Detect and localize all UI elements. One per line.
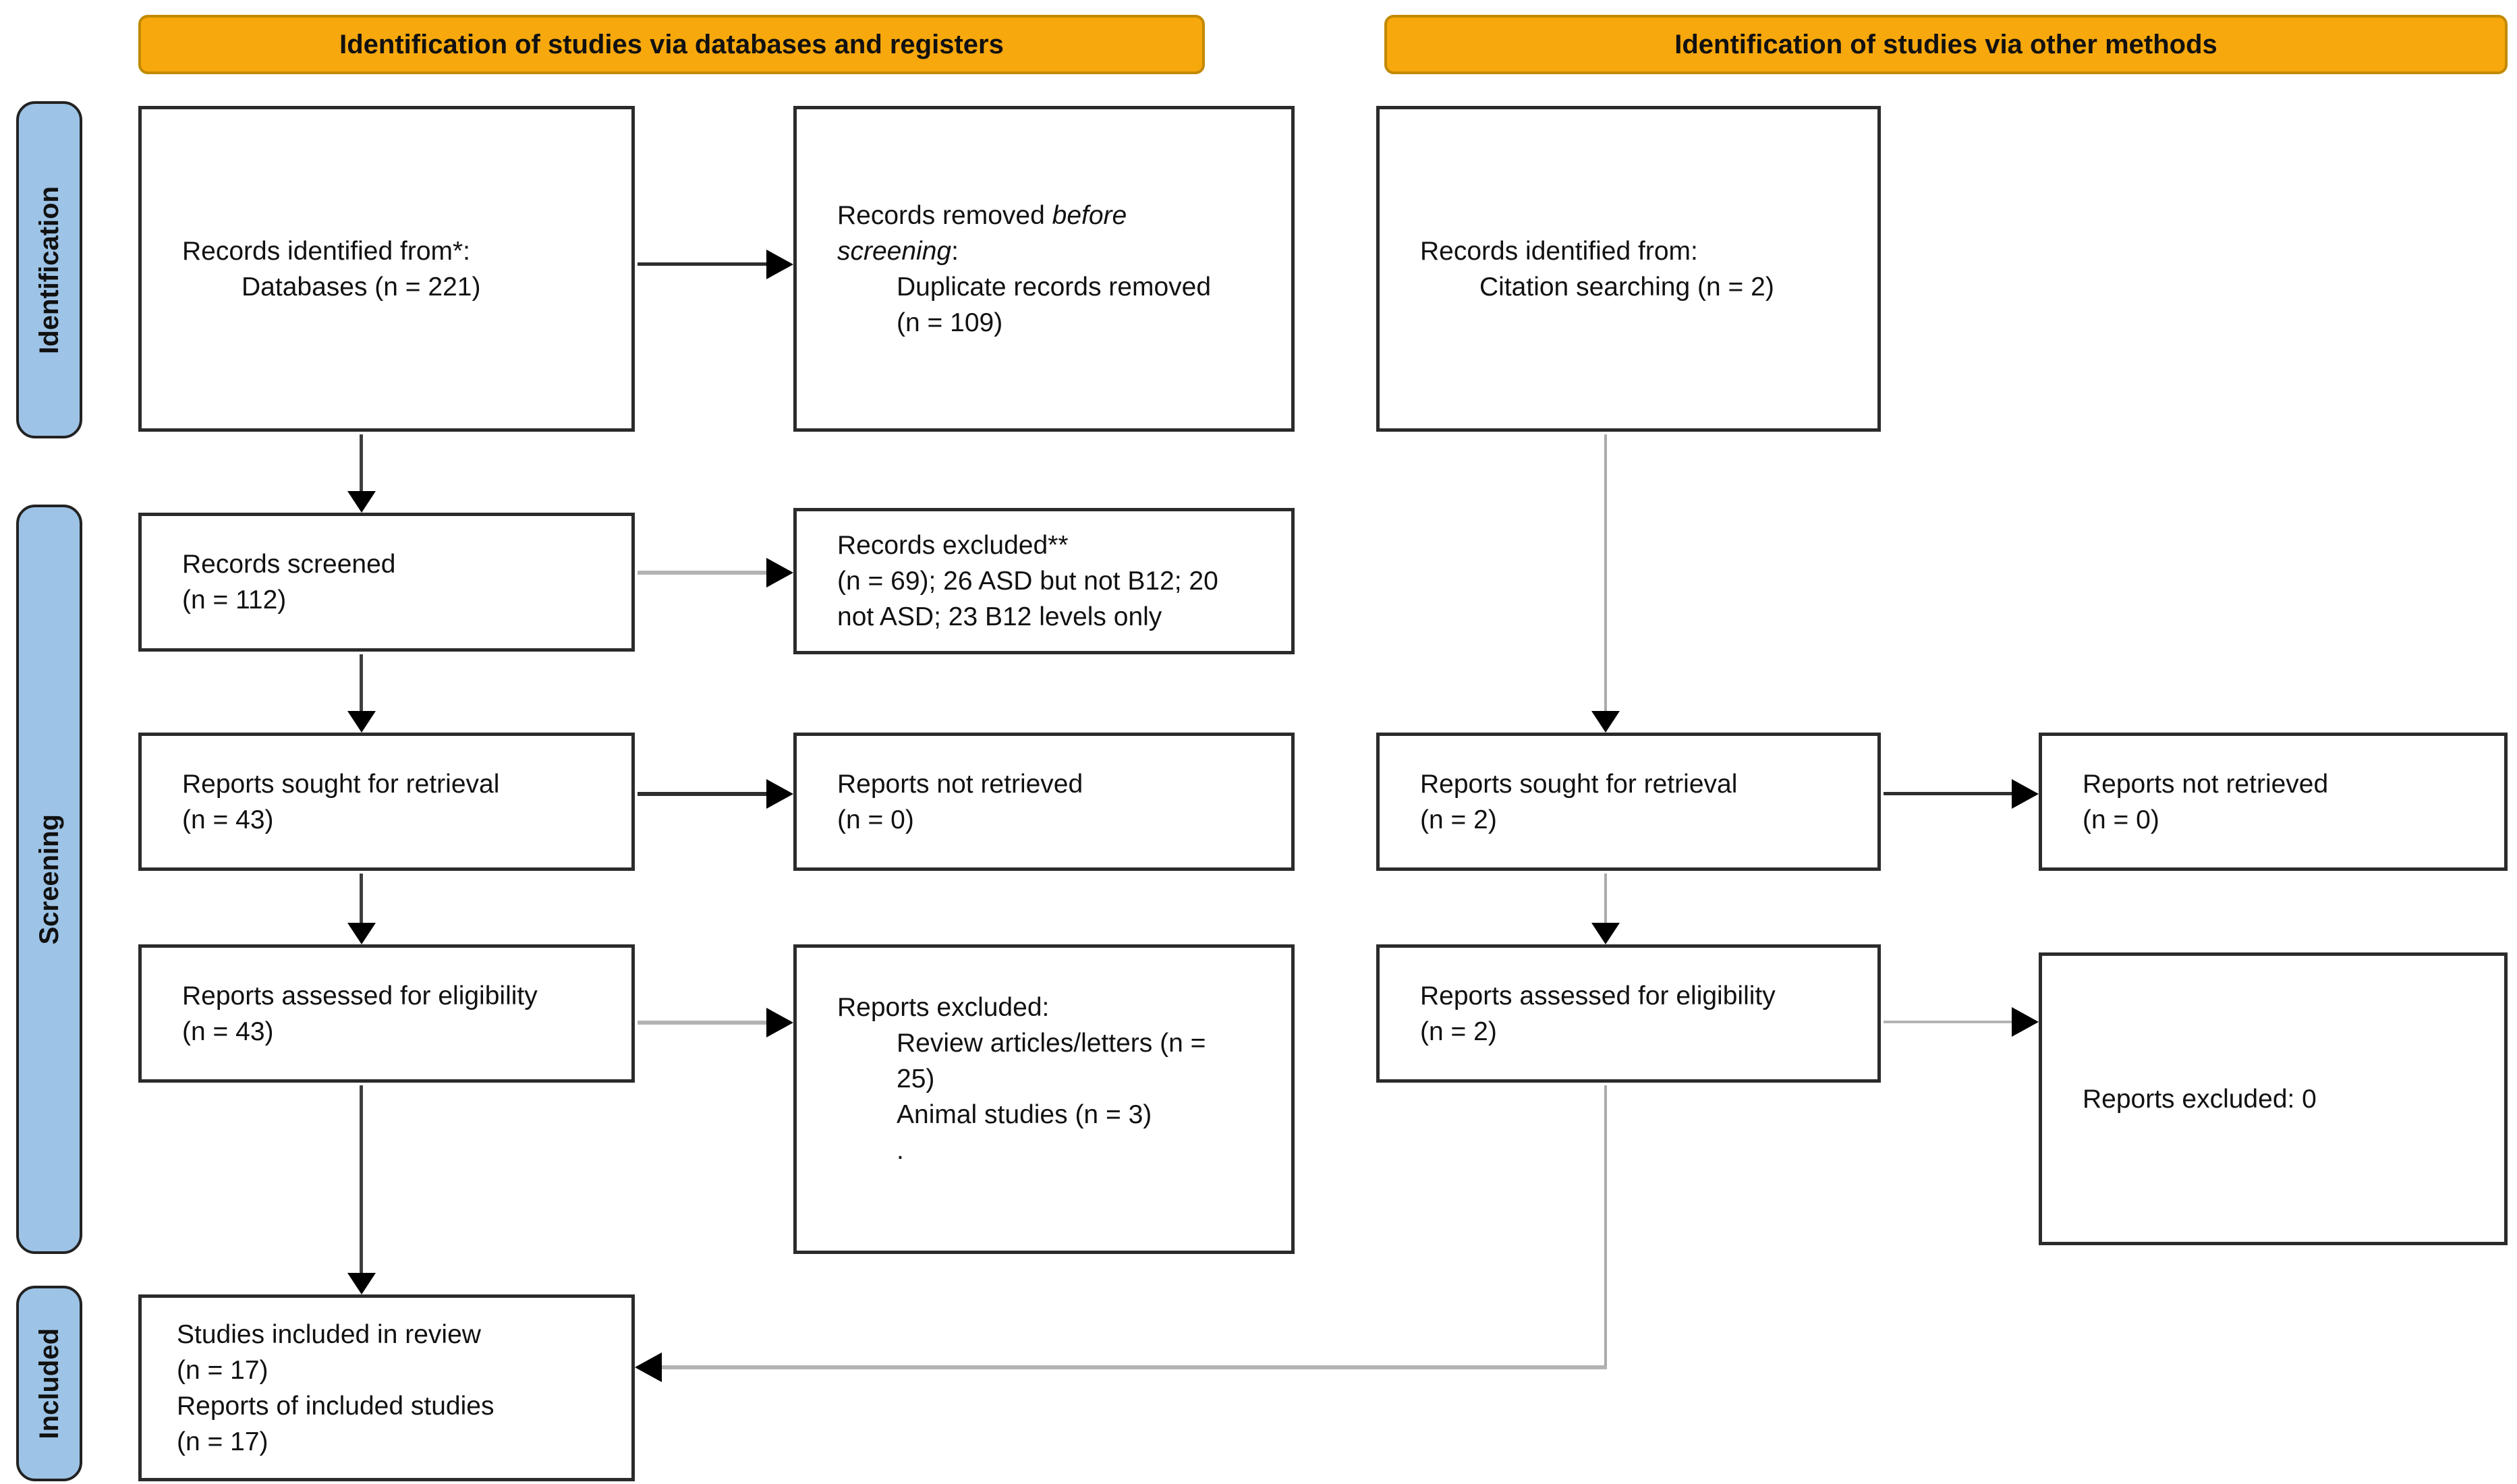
box-line: (n = 2) xyxy=(1420,1017,1497,1046)
banner-databases-registers-label: Identification of studies via databases … xyxy=(339,29,1004,59)
stage-screening-label: Screening xyxy=(34,814,64,945)
box-line: Citation searching (n = 2) xyxy=(1479,272,1774,302)
box-line: Reports sought for retrieval xyxy=(1420,769,1738,799)
box-reports-sought-databases: Reports sought for retrieval (n = 43) xyxy=(138,733,635,871)
box-line: not ASD; 23 B12 levels only xyxy=(837,602,1162,631)
arrow-line-other-sought-to-assessed xyxy=(1604,874,1607,924)
arrow-head-other-assessed-to-excluded xyxy=(2012,1007,2039,1037)
box-line: Reports assessed for eligibility xyxy=(1420,981,1776,1010)
box-reports-not-retrieved-databases: Reports not retrieved (n = 0) xyxy=(793,733,1295,871)
box-records-identified-other: Records identified from: Citation search… xyxy=(1376,106,1881,432)
stage-identification: Identification xyxy=(16,101,82,438)
box-line: Duplicate records removed xyxy=(897,272,1212,302)
box-line: Reports sought for retrieval xyxy=(182,769,500,799)
box-line: Records excluded** xyxy=(837,531,1069,560)
box-line: (n = 112) xyxy=(182,586,287,615)
box-line: 25) xyxy=(897,1064,935,1093)
arrow-line-sought-to-assessed xyxy=(360,874,363,924)
arrow-head-other-sought-to-assessed xyxy=(1591,923,1620,944)
arrow-line-screened-to-sought xyxy=(360,654,363,712)
box-line: Reports of included studies xyxy=(177,1391,494,1421)
box-line: Records screened xyxy=(182,550,396,579)
arrow-line-other-assessed-down xyxy=(1604,1085,1607,1367)
box-reports-assessed-other: Reports assessed for eligibility (n = 2) xyxy=(1376,944,1881,1083)
arrow-line-assessed-to-included xyxy=(360,1085,363,1274)
box-records-screened: Records screened (n = 112) xyxy=(138,513,635,652)
box-line: Records removed before screening: xyxy=(837,198,1242,269)
arrow-head-assessed-to-excluded xyxy=(766,1008,793,1037)
arrow-line-identified-to-screened xyxy=(360,434,363,492)
box-line-text: Records removed xyxy=(837,200,1052,230)
box-line: (n = 2) xyxy=(1420,805,1497,834)
box-line-text: : xyxy=(951,236,959,266)
stage-included: Included xyxy=(16,1286,82,1481)
box-line: (n = 0) xyxy=(2083,805,2159,834)
banner-databases-registers: Identification of studies via databases … xyxy=(138,15,1205,74)
box-line: Studies included in review xyxy=(177,1319,481,1349)
box-reports-assessed-databases: Reports assessed for eligibility (n = 43… xyxy=(138,944,635,1083)
box-reports-sought-other: Reports sought for retrieval (n = 2) xyxy=(1376,733,1881,871)
box-line: (n = 17) xyxy=(177,1427,268,1456)
box-line: Review articles/letters (n = xyxy=(897,1029,1206,1058)
box-reports-excluded-other: Reports excluded: 0 xyxy=(2039,952,2508,1245)
arrow-head-other-sought-to-not-retrieved xyxy=(2012,779,2039,809)
stage-identification-label: Identification xyxy=(34,186,64,354)
box-line: Reports not retrieved xyxy=(2083,769,2329,799)
arrow-head-identified-to-screened xyxy=(347,491,376,513)
box-records-excluded: Records excluded** (n = 69); 26 ASD but … xyxy=(793,508,1295,654)
arrow-head-screened-to-excluded xyxy=(766,558,793,588)
box-line: Databases (n = 221) xyxy=(242,272,481,302)
arrow-line-other-sought-to-not-retrieved xyxy=(1884,792,2012,795)
box-line: Reports assessed for eligibility xyxy=(182,981,538,1010)
box-line: Reports not retrieved xyxy=(837,769,1083,799)
box-line: . xyxy=(897,1136,904,1165)
arrow-head-sought-to-not-retrieved xyxy=(766,779,793,809)
arrow-line-identified-to-removed xyxy=(638,262,766,266)
box-line: (n = 0) xyxy=(837,805,914,834)
arrow-line-other-assessed-to-excluded xyxy=(1884,1021,2012,1023)
arrow-head-other-identified-to-sought xyxy=(1591,711,1620,733)
box-line: (n = 17) xyxy=(177,1355,268,1385)
stage-included-label: Included xyxy=(34,1328,64,1439)
arrow-head-sought-to-assessed xyxy=(347,923,376,944)
box-line: Records identified from: xyxy=(1420,236,1698,266)
box-line: (n = 43) xyxy=(182,805,274,834)
box-line: Reports excluded: 0 xyxy=(2083,1084,2317,1114)
box-line: Animal studies (n = 3) xyxy=(897,1100,1152,1129)
box-line: Records identified from*: xyxy=(182,236,471,266)
box-records-identified-databases: Records identified from*: Databases (n =… xyxy=(138,106,635,432)
box-line: Reports excluded: xyxy=(837,993,1050,1022)
arrow-head-screened-to-sought xyxy=(347,711,376,733)
box-records-removed-before-screening: Records removed before screening: Duplic… xyxy=(793,106,1295,432)
box-reports-not-retrieved-other: Reports not retrieved (n = 0) xyxy=(2039,733,2508,871)
box-line-italic-text: before screening xyxy=(837,200,1127,266)
box-reports-excluded-databases: Reports excluded: Review articles/letter… xyxy=(793,944,1295,1254)
arrow-head-assessed-to-included xyxy=(347,1273,376,1294)
box-studies-included: Studies included in review (n = 17) Repo… xyxy=(138,1294,635,1481)
arrow-head-other-assessed-to-included xyxy=(635,1352,662,1382)
box-line: (n = 109) xyxy=(897,308,1003,337)
box-line: (n = 69); 26 ASD but not B12; 20 xyxy=(837,567,1218,596)
arrow-line-sought-to-not-retrieved xyxy=(638,792,766,796)
arrow-line-other-identified-to-sought xyxy=(1604,434,1607,711)
banner-other-methods-label: Identification of studies via other meth… xyxy=(1674,29,2217,59)
box-line: (n = 43) xyxy=(182,1017,274,1046)
banner-other-methods: Identification of studies via other meth… xyxy=(1384,15,2508,74)
arrow-line-other-assessed-to-included xyxy=(662,1365,1607,1369)
arrow-head-identified-to-removed xyxy=(766,250,793,279)
arrow-line-assessed-to-excluded xyxy=(638,1021,766,1025)
arrow-line-screened-to-excluded xyxy=(638,571,766,575)
stage-screening: Screening xyxy=(16,505,82,1254)
